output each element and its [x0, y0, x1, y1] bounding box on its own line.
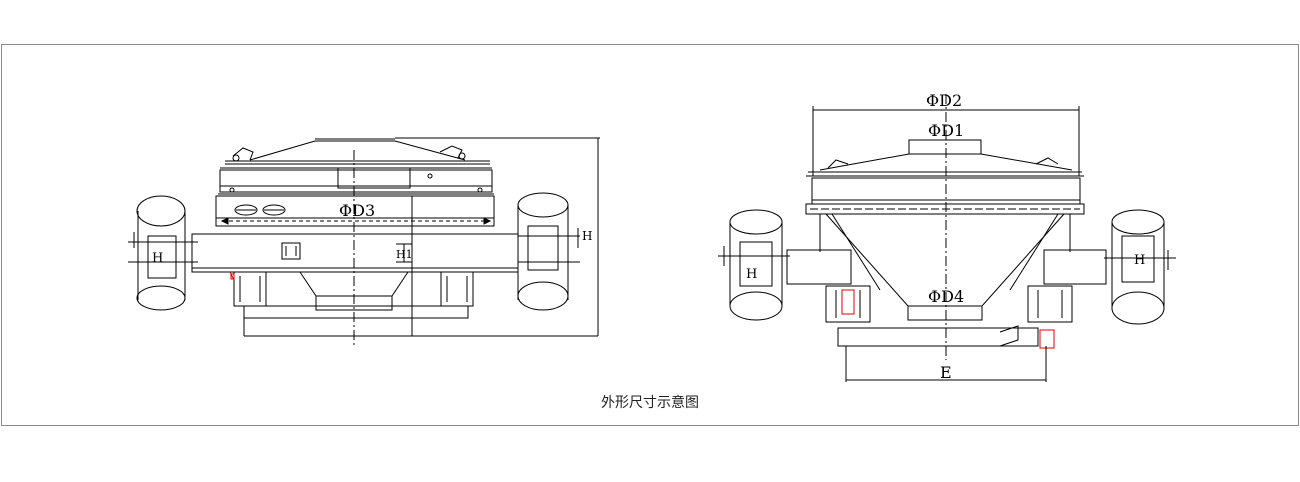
- side-hopper: [819, 213, 1071, 321]
- side-cover: [806, 139, 1084, 177]
- side-motor-right: [1104, 209, 1176, 325]
- front-springs: [229, 271, 474, 307]
- side-label-e: E: [940, 363, 952, 382]
- side-dim-d2: [812, 106, 1080, 176]
- front-motor-label: H: [152, 251, 163, 266]
- side-arms: [786, 249, 1107, 285]
- side-upper-frame: [805, 177, 1085, 215]
- side-motor-label-left: H: [746, 267, 757, 282]
- side-motor-left: [718, 209, 790, 321]
- front-label-h1: H1: [396, 248, 413, 261]
- front-motor-right: [517, 192, 580, 311]
- side-label-d1: ΦD1: [928, 121, 964, 140]
- side-label-d2: ΦD2: [926, 91, 962, 110]
- front-label-d3: ΦD3: [339, 201, 375, 220]
- front-dim-h: [395, 137, 600, 336]
- side-label-d4: ΦD4: [928, 287, 964, 306]
- side-view: ΦD2 ΦD1 ΦD4 E H H: [718, 91, 1176, 382]
- figure-frame: [1, 44, 1299, 426]
- front-view: ΦD3 H H1 H: [128, 137, 600, 346]
- side-base: [837, 325, 1047, 382]
- front-base-frame: [191, 233, 519, 273]
- side-motor-label-right: H: [1134, 253, 1145, 268]
- front-screen-deck: [215, 195, 495, 227]
- front-lid: [220, 138, 492, 169]
- front-motor-left: [128, 195, 198, 311]
- figure-caption: 外形尺寸示意图: [601, 395, 699, 411]
- front-upper-frame: [218, 167, 494, 195]
- front-label-h: H: [582, 229, 592, 243]
- side-springs: [825, 285, 1073, 349]
